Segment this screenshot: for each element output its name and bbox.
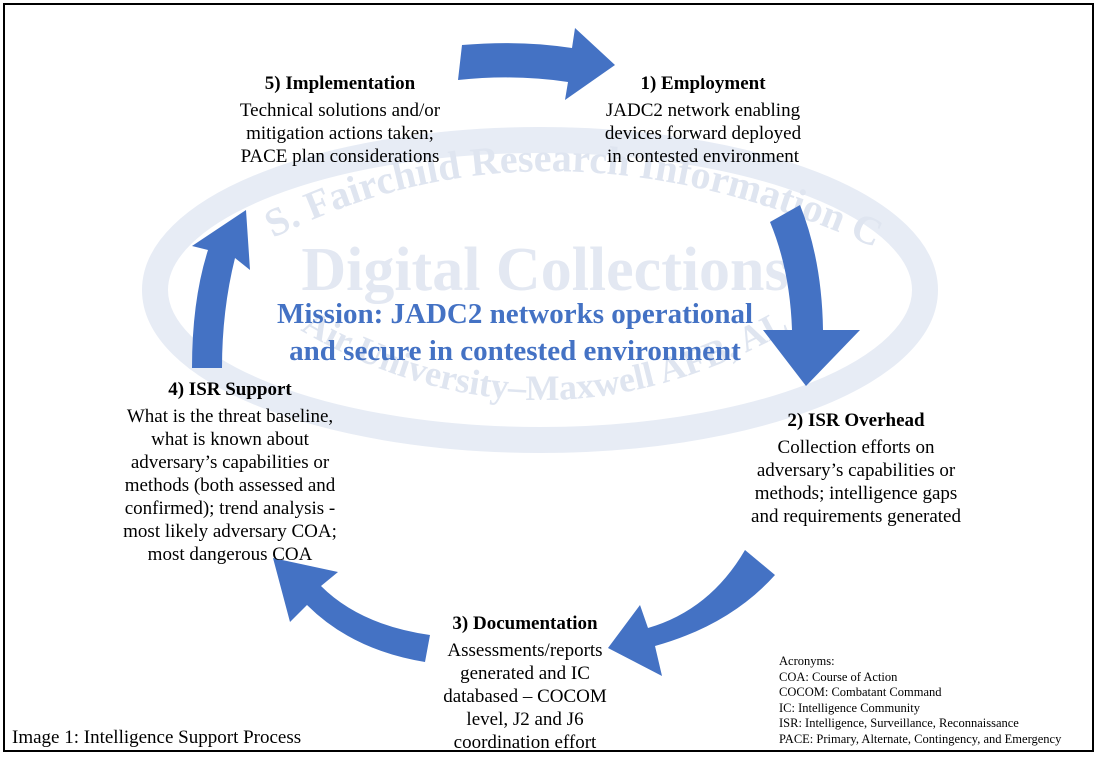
desc-line: and requirements generated	[751, 506, 961, 527]
desc-line: databased – COCOM	[443, 686, 607, 707]
desc-line: devices forward deployed	[604, 123, 802, 144]
step-documentation: 3) Documentation Assessments/reports gen…	[420, 612, 630, 754]
figure-caption: Image 1: Intelligence Support Process	[12, 727, 302, 748]
mission-statement: Mission: JADC2 networks operational and …	[190, 296, 840, 370]
desc-line: generated and IC	[460, 663, 590, 684]
acronym-item: ISR: Intelligence, Surveillance, Reconna…	[779, 716, 1019, 730]
acronym-item: PACE: Primary, Alternate, Contingency, a…	[779, 731, 1062, 746]
desc-line: adversary’s capabilities or	[756, 460, 956, 481]
desc-line: confirmed); trend analysis -	[124, 498, 336, 519]
desc-line: level, J2 and J6	[466, 709, 584, 730]
desc-line: in contested environment	[606, 146, 800, 167]
watermark-ring	[142, 127, 938, 453]
desc-line: methods (both assessed and	[124, 475, 336, 496]
step-documentation-title: 3) Documentation	[452, 613, 598, 634]
desc-line: Technical solutions and/or	[239, 100, 441, 121]
desc-line: Assessments/reports	[447, 640, 603, 661]
desc-line: PACE plan considerations	[240, 146, 440, 167]
desc-line: methods; intelligence gaps	[754, 483, 958, 504]
step-implementation: 5) Implementation Technical solutions an…	[215, 72, 465, 168]
arrow-isr-overhead-to-documentation	[608, 550, 775, 676]
step-documentation-desc: Assessments/reports generated and IC dat…	[420, 639, 630, 754]
desc-line: mitigation actions taken;	[246, 123, 434, 144]
desc-line: adversary’s capabilities or	[130, 452, 330, 473]
step-isr-overhead: 2) ISR Overhead Collection efforts on ad…	[726, 409, 986, 528]
step-isr-support: 4) ISR Support What is the threat baseli…	[100, 378, 360, 566]
arrow-documentation-to-isr-support	[273, 558, 430, 662]
step-isr-overhead-desc: Collection efforts on adversary’s capabi…	[726, 436, 986, 528]
desc-line: most likely adversary COA;	[123, 521, 337, 542]
watermark-center: Digital Collections	[301, 236, 788, 304]
step-isr-overhead-title: 2) ISR Overhead	[787, 410, 925, 431]
desc-line: most dangerous COA	[147, 544, 313, 565]
acronym-item: IC: Intelligence Community	[779, 700, 920, 715]
step-isr-support-desc: What is the threat baseline, what is kno…	[100, 405, 360, 566]
desc-line: What is the threat baseline,	[126, 406, 334, 427]
desc-line: coordination effort	[453, 732, 597, 753]
arrow-employment-to-isr-overhead	[763, 205, 860, 386]
desc-line: JADC2 network enabling	[605, 100, 801, 121]
arrow-isr-support-to-implementation	[192, 210, 250, 368]
arrow-implementation-to-employment	[458, 28, 615, 100]
desc-line: Collection efforts on	[777, 437, 935, 458]
acronym-item: COA: Course of Action	[779, 669, 898, 684]
acronyms-legend: Acronyms: COA: Course of Action COCOM: C…	[779, 654, 1061, 747]
acronym-item: COCOM: Combatant Command	[779, 685, 942, 699]
step-employment: 1) Employment JADC2 network enabling dev…	[578, 72, 828, 168]
step-isr-support-title: 4) ISR Support	[168, 379, 292, 400]
desc-line: what is known about	[151, 429, 309, 450]
mission-line-1: Mission: JADC2 networks operational	[276, 298, 754, 330]
figure-frame	[3, 3, 1094, 752]
step-implementation-title: 5) Implementation	[264, 73, 416, 94]
acronyms-heading: Acronyms:	[779, 654, 835, 668]
mission-line-2: and secure in contested environment	[289, 335, 741, 367]
step-implementation-desc: Technical solutions and/or mitigation ac…	[215, 99, 465, 168]
step-employment-title: 1) Employment	[640, 73, 766, 94]
step-employment-desc: JADC2 network enabling devices forward d…	[578, 99, 828, 168]
